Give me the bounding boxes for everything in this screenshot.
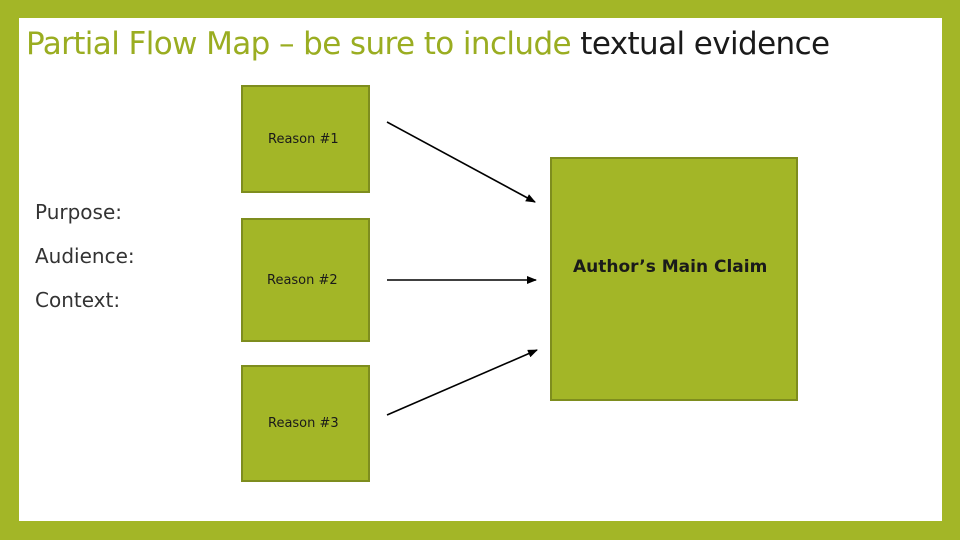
main-claim-label: Author’s Main Claim bbox=[573, 257, 768, 277]
main-claim-box: Author’s Main Claim bbox=[550, 157, 798, 401]
slide-title: Partial Flow Map – be sure to include te… bbox=[26, 24, 830, 64]
reason-2-label: Reason #2 bbox=[267, 273, 338, 288]
arrow-reason-3 bbox=[386, 349, 538, 416]
context-label: Context: bbox=[35, 288, 121, 312]
audience-label: Audience: bbox=[35, 244, 135, 268]
reason-box-2: Reason #2 bbox=[241, 218, 370, 342]
arrow-reason-1 bbox=[386, 121, 536, 203]
reason-box-1: Reason #1 bbox=[241, 85, 370, 193]
title-accent-text: Partial Flow Map – be sure to include bbox=[26, 26, 581, 62]
slide: Partial Flow Map – be sure to include te… bbox=[19, 18, 942, 521]
flow-arrows bbox=[386, 121, 538, 416]
reason-box-3: Reason #3 bbox=[241, 365, 370, 482]
purpose-label: Purpose: bbox=[35, 200, 123, 224]
title-emphasis-text: textual evidence bbox=[580, 26, 830, 62]
reason-3-label: Reason #3 bbox=[268, 416, 339, 431]
reason-1-label: Reason #1 bbox=[268, 132, 339, 147]
